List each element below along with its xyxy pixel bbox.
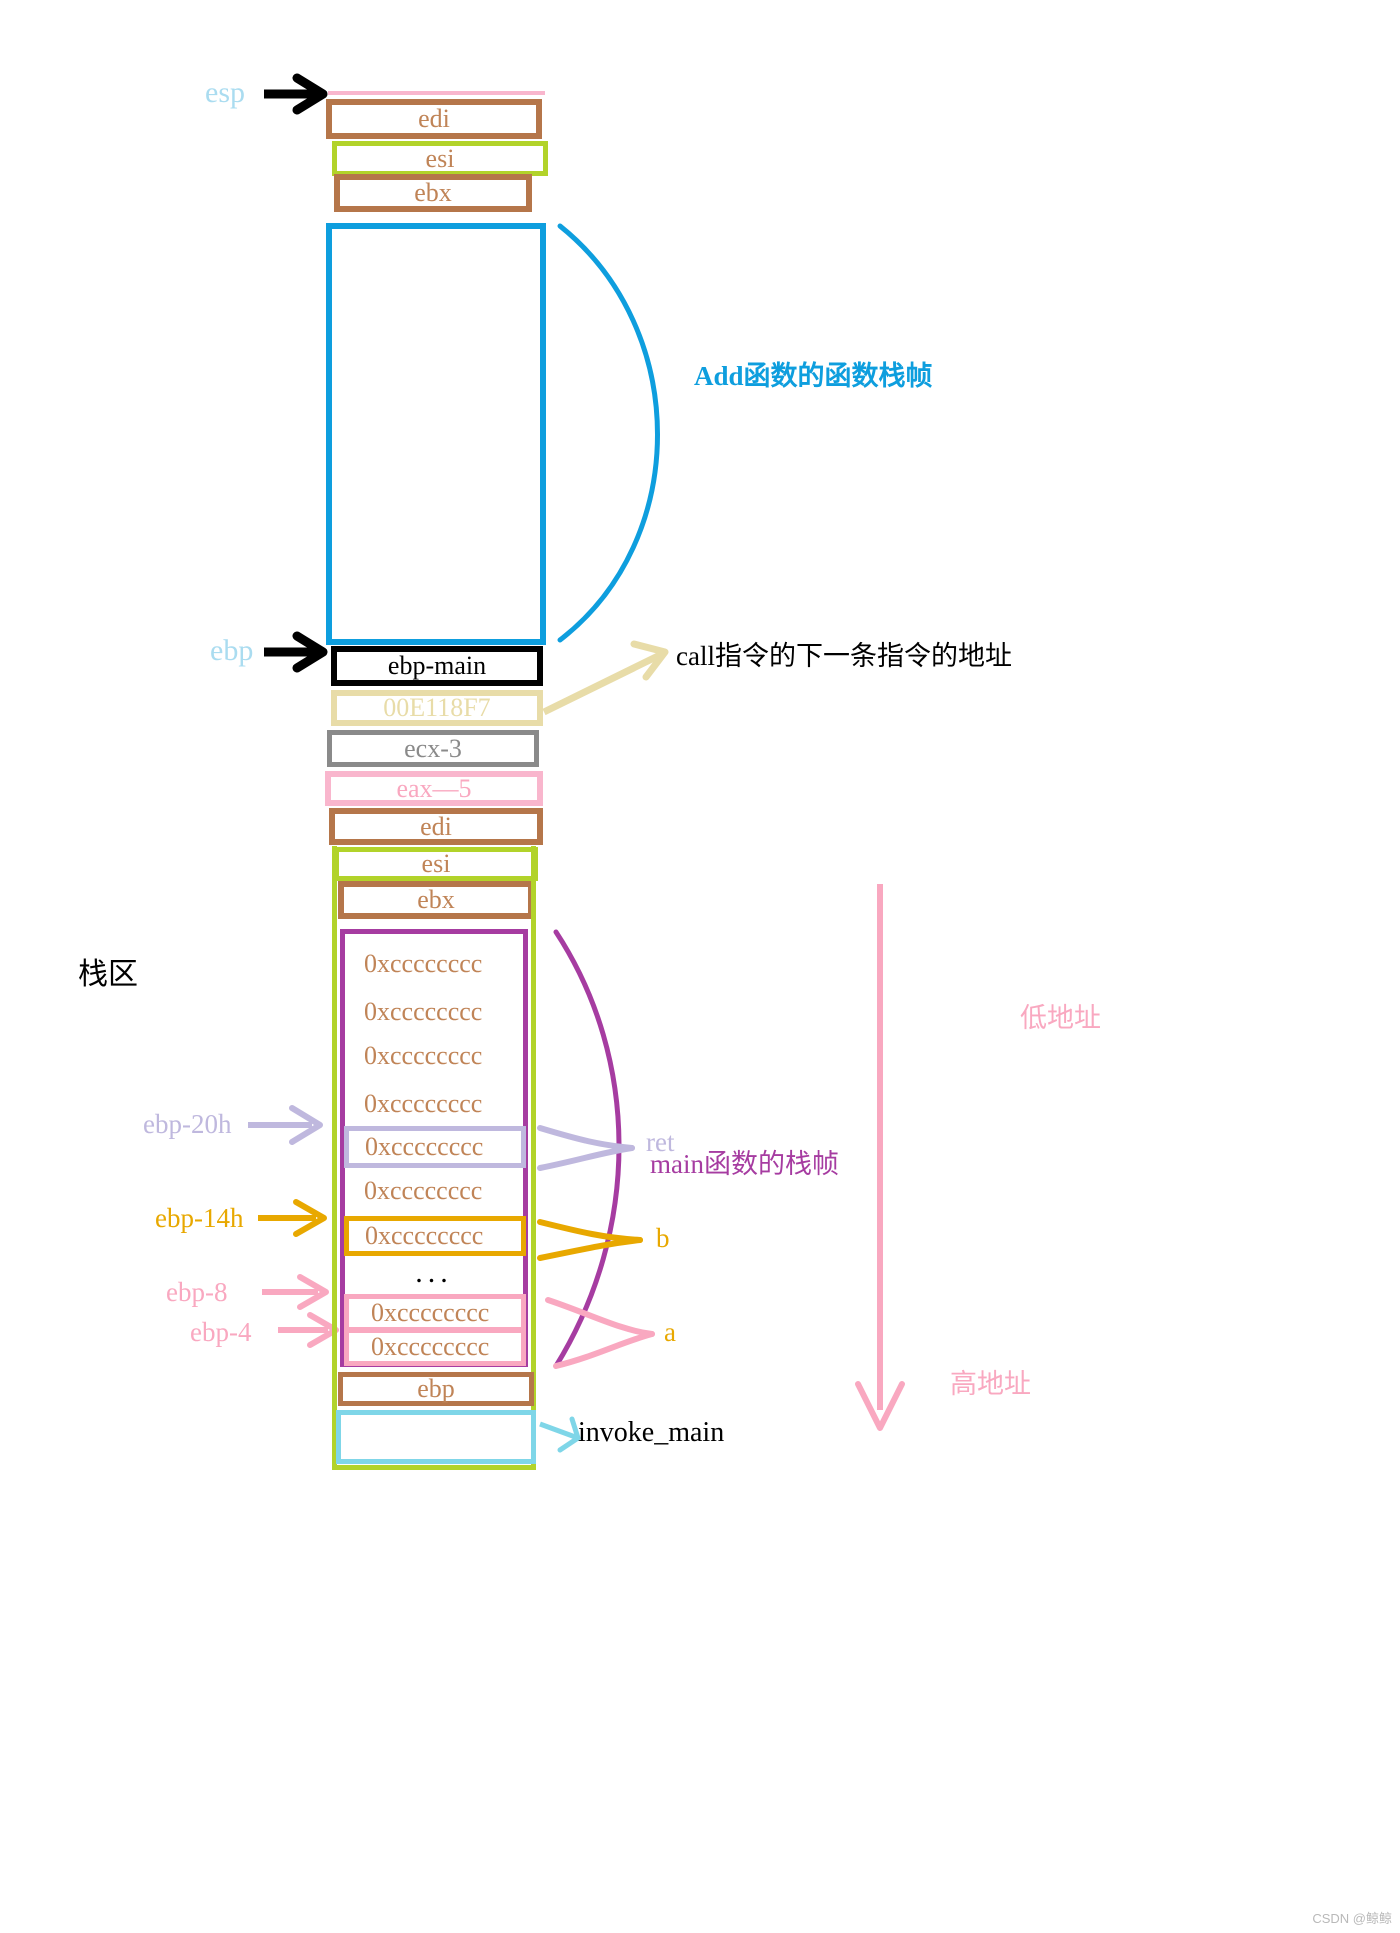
var-b-brace [537,1219,643,1261]
cell-return-address: 00E118F7 [331,690,543,726]
var-a-label: a [664,1317,676,1347]
local-value-b: 0xcccccccc [344,1216,526,1256]
ebp-label: ebp [210,634,254,667]
watermark: CSDN @鲸鲸 [1312,1911,1392,1926]
local-value-1-text: 0xcccccccc [364,949,483,978]
esp-label: esp [205,76,245,109]
local-value-a2-text: 0xcccccccc [371,1332,490,1361]
local-value-3-text: 0xcccccccc [364,1041,483,1070]
cell-main-edi-text: edi [420,811,452,841]
local-value-1: 0xcccccccc [346,948,522,980]
ebp-4-arrow [278,1312,339,1348]
cell-add-edi-text: edi [418,104,450,133]
high-address-label: 高地址 [950,1369,1031,1399]
local-value-2: 0xcccccccc [346,996,522,1028]
low-address-label: 低地址 [1020,1003,1101,1033]
ebp-arrow [264,631,328,673]
add-frame-body [326,223,546,645]
local-value-6: 0xcccccccc [346,1175,522,1207]
cell-add-ebx-text: ebx [414,178,452,207]
main-frame-brace-label: main函数的栈帧 [650,1149,839,1179]
invoke-main-arrow [539,1416,581,1453]
local-value-ret: 0xcccccccc [344,1126,526,1168]
call-next-instruction-label: call指令的下一条指令的地址 [676,641,1012,671]
add-frame-brace-label: Add函数的函数栈帧 [694,361,933,391]
cell-saved-ebp-text: ebp [417,1374,455,1403]
cell-add-edi: edi [326,99,542,139]
ebp-14h-arrow [258,1199,327,1237]
call-address-arrow [542,640,669,716]
cell-ebp-main-text: ebp-main [387,651,487,680]
main-frame-brace [553,929,622,1369]
var-a-brace [545,1297,655,1369]
ebp-20h-arrow [248,1105,323,1145]
cell-main-ebx-text: ebx [417,885,455,914]
cell-add-esi: esi [332,141,548,176]
cell-add-ebx: ebx [334,174,532,212]
local-value-ret-text: 0xcccccccc [365,1132,484,1161]
esp-arrow [264,73,328,115]
add-frame-brace [557,223,660,643]
stack-region-label: 栈区 [78,958,138,991]
cell-invoke-main [336,1410,536,1464]
address-direction-arrow [855,884,905,1431]
local-value-a2: 0xcccccccc [344,1328,526,1366]
cell-main-edi: edi [329,808,543,845]
cell-add-esi-text: esi [425,143,455,173]
local-value-4: 0xcccccccc [346,1088,522,1120]
local-value-b-text: 0xcccccccc [365,1221,484,1250]
ebp-20h-label: ebp-20h [143,1109,232,1139]
local-value-6-text: 0xcccccccc [364,1176,483,1205]
cell-saved-ebp: ebp [338,1372,534,1406]
local-value-a1-text: 0xcccccccc [371,1298,490,1327]
cell-main-esi-text: esi [421,849,451,878]
local-value-ellipsis: ... [346,1256,522,1290]
ebp-4-label: ebp-4 [190,1317,252,1347]
cell-eax-text: eax—5 [396,773,472,803]
local-value-a1: 0xcccccccc [344,1294,526,1332]
main-frame-outer-green [332,846,536,1470]
local-value-4-text: 0xcccccccc [364,1089,483,1118]
cell-eax: eax—5 [325,771,543,806]
ebp-14h-label: ebp-14h [155,1203,244,1233]
cell-ecx: ecx-3 [327,730,539,767]
local-value-2-text: 0xcccccccc [364,997,483,1026]
local-value-ellipsis-text: ... [415,1256,453,1289]
local-value-3: 0xcccccccc [346,1040,522,1072]
ebp-8-label: ebp-8 [166,1277,228,1307]
cell-main-ebx: ebx [338,881,534,919]
cell-return-address-text: 00E118F7 [383,693,491,722]
ret-pointer-brace [537,1125,635,1171]
var-b-label: b [656,1223,670,1253]
ebp-8-arrow [262,1274,329,1310]
ret-label: ret [646,1127,675,1157]
invoke-main-label: invoke_main [578,1417,725,1448]
cell-ebp-main: ebp-main [331,646,543,686]
cell-ecx-text: ecx-3 [404,733,462,763]
